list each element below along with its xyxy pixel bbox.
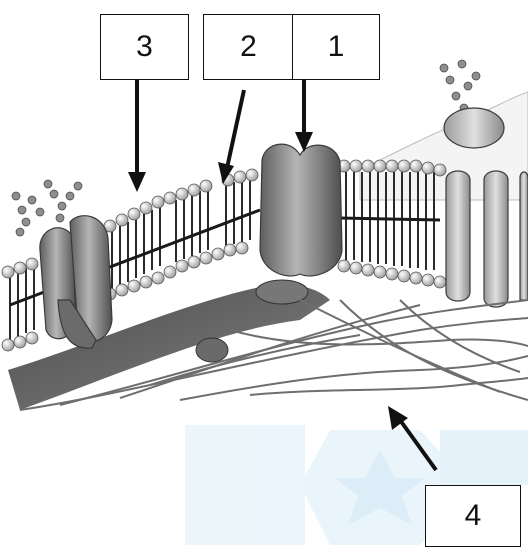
label-box-4: 4: [425, 485, 521, 547]
label-box-2: 2: [203, 14, 293, 80]
arrow-3-head: [128, 172, 146, 192]
label-2-text: 2: [240, 30, 257, 64]
bilayer-midline-right: [340, 218, 440, 220]
label-box-1: 1: [292, 14, 380, 80]
label-box-3: 3: [100, 14, 189, 80]
label-4-text: 4: [465, 499, 482, 533]
label-3-text: 3: [136, 30, 153, 64]
arrow-2: [227, 90, 244, 168]
label-1-text: 1: [328, 30, 345, 64]
